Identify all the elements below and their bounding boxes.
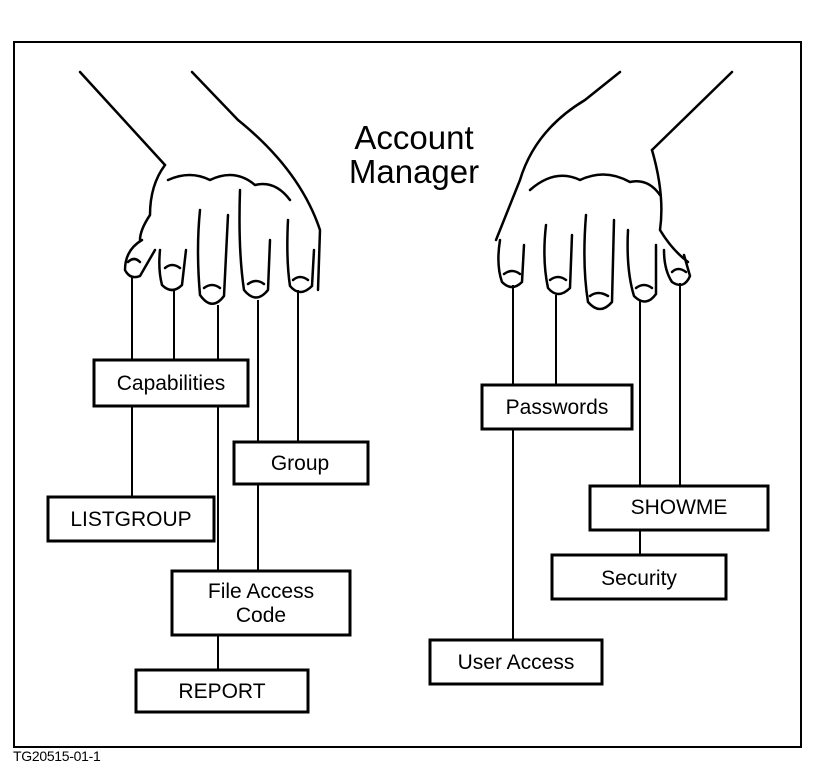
box-report: REPORT [134, 668, 310, 714]
box-capabilities: Capabilities [92, 358, 250, 408]
box-listgroup-label: LISTGROUP [70, 508, 191, 531]
box-user-access: User Access [428, 638, 604, 686]
box-security-label: Security [601, 567, 677, 590]
box-group: Group [232, 440, 370, 486]
box-user-access-label: User Access [458, 651, 575, 674]
box-report-label: REPORT [178, 680, 265, 703]
figure-id-caption: TG20515-01-1 [13, 748, 101, 764]
box-listgroup: LISTGROUP [46, 495, 216, 543]
box-file-access-label-2: Code [236, 604, 286, 627]
puppet-strings [131, 277, 681, 670]
box-showme-label: SHOWME [631, 496, 728, 519]
box-passwords: Passwords [480, 383, 634, 431]
box-capabilities-label: Capabilities [117, 372, 226, 395]
box-group-label: Group [271, 452, 329, 475]
right-hand-illustration [494, 70, 734, 311]
left-hand-illustration [78, 70, 322, 305]
diagram-frame [13, 41, 802, 748]
box-passwords-label: Passwords [506, 396, 609, 419]
box-showme: SHOWME [588, 484, 770, 532]
title-line-1: Account [354, 119, 473, 156]
box-file-access-code: File Access Code [170, 569, 352, 637]
box-file-access-label-1: File Access [208, 580, 314, 603]
diagram-title: Account Manager [349, 119, 479, 190]
box-security: Security [550, 553, 728, 601]
title-line-2: Manager [349, 153, 479, 190]
